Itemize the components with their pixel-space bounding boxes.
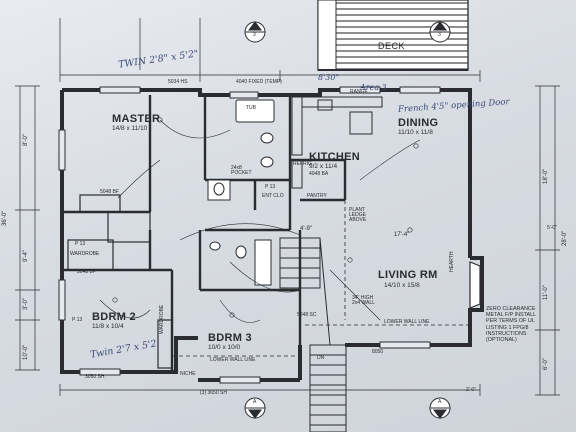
bottom-window-label: (3) 3650 SH [200, 390, 227, 396]
fireplace [469, 261, 481, 309]
pocket-door-label: 24x8 POCKET [231, 165, 252, 176]
room-size-dining: 11/10 x 11/8 [398, 129, 433, 136]
fixed-window-label: 4040 FIXED (TEMP) [236, 79, 282, 85]
room-name-master: MASTER [112, 113, 161, 125]
windows [58, 86, 441, 384]
handwritten-deck-numbers: 8'30" [318, 73, 340, 82]
electrical-wiring [99, 117, 421, 323]
exterior-dim-right: 2'-0" [466, 387, 476, 393]
room-name-living: LIVING RM [378, 269, 438, 281]
master-window-label: 5034 HS [168, 79, 188, 85]
marker-bottom-left-letter: A [253, 399, 257, 405]
p13-label-a: P 13 [75, 241, 86, 247]
dim-dining: 17'-4" [394, 232, 410, 238]
dim-left-b: 9'-4" [23, 250, 29, 262]
p13-label-c: P 13 [72, 317, 83, 323]
room-size-bdrm3: 10/0 x 10/0 [208, 344, 241, 351]
room-name-bdrm3: BDRM 3 [208, 332, 252, 344]
dim-left-c: 3'-0" [23, 298, 29, 310]
room-size-living: 14/10 x 15/8 [384, 282, 420, 289]
kitchen-window-label: 4048 BA [309, 171, 329, 177]
section-markers [244, 21, 451, 419]
bdrm3-window-label: 3050 SH [85, 374, 105, 380]
dim-left-total: 36'-0" [2, 210, 8, 226]
room-name-bdrm2: BDRM 2 [92, 311, 136, 323]
hearth-label: HEARTH [449, 251, 455, 272]
entry-closet-label: ENT CLO [262, 193, 284, 199]
lower-wall-lines [172, 200, 470, 357]
dim-right-b: 11'-0" [543, 285, 549, 300]
exterior-dim-right-5: 5'-0" [547, 225, 557, 231]
marker-top-left-number: 3 [253, 32, 256, 38]
dim-left-d: 10'-0" [23, 344, 29, 360]
master-closet-window-label: 5048 BF [100, 189, 119, 195]
wardrobe-label-bdrm2: WARDROBE [70, 251, 100, 257]
bdrm2-window-label: 3048 BF [77, 269, 96, 275]
sc-window-label: 5048 SC [297, 312, 317, 318]
closets [67, 194, 173, 369]
dim-right-a: 18'-0" [543, 168, 549, 184]
high-wall-label: 34" HIGH 2x4 WALL [352, 295, 375, 306]
plant-ledge-label: PLANT LEDGE ABOVE [349, 207, 367, 223]
dim-left-a: 8'-0" [23, 134, 29, 146]
dim-right-c: 6'-0" [543, 358, 549, 370]
tub-label: TUB [246, 105, 256, 111]
slider-label: 8050 [372, 349, 384, 355]
dimension-lines [15, 18, 560, 396]
marker-bottom-right-letter: A [438, 399, 442, 405]
room-name-dining: DINING [398, 117, 439, 129]
bath-fixtures [207, 99, 275, 286]
dim-right-total: 28'-0" [562, 230, 568, 246]
deck-label: DECK [378, 41, 406, 51]
refrig-label: REFRIG [293, 161, 312, 167]
p13-label-b: P 13 [265, 184, 276, 190]
kitchen-counters [291, 96, 383, 189]
lower-wall-label-1: LOWER WALL LINE [384, 319, 430, 325]
exterior-walls [60, 88, 484, 382]
stair-down-label: DN [317, 355, 325, 361]
lower-wall-label-2: LOWER WALL LINE [210, 357, 256, 363]
handwritten-range-note: Area 3 [360, 83, 387, 92]
room-size-kitchen: 9/2 x 11/4 [309, 163, 338, 170]
room-name-kitchen: KITCHEN [309, 151, 360, 163]
room-size-master: 14/8 x 11/10 [112, 125, 148, 132]
stairs [279, 237, 347, 432]
wardrobe-label-bdrm3: WARDROBE [159, 304, 165, 334]
range-label: RANGE [350, 89, 368, 95]
niche-label: NICHE [180, 371, 196, 377]
fireplace-note: ZERO CLEARANCE METAL F/P INSTALL PER TER… [486, 306, 536, 344]
pantry-label: PANTRY [307, 193, 327, 199]
marker-top-right-number: 3 [438, 32, 441, 38]
room-size-bdrm2: 11/8 x 10/4 [92, 323, 124, 330]
dim-kitchen: 4'-9" [300, 226, 312, 232]
